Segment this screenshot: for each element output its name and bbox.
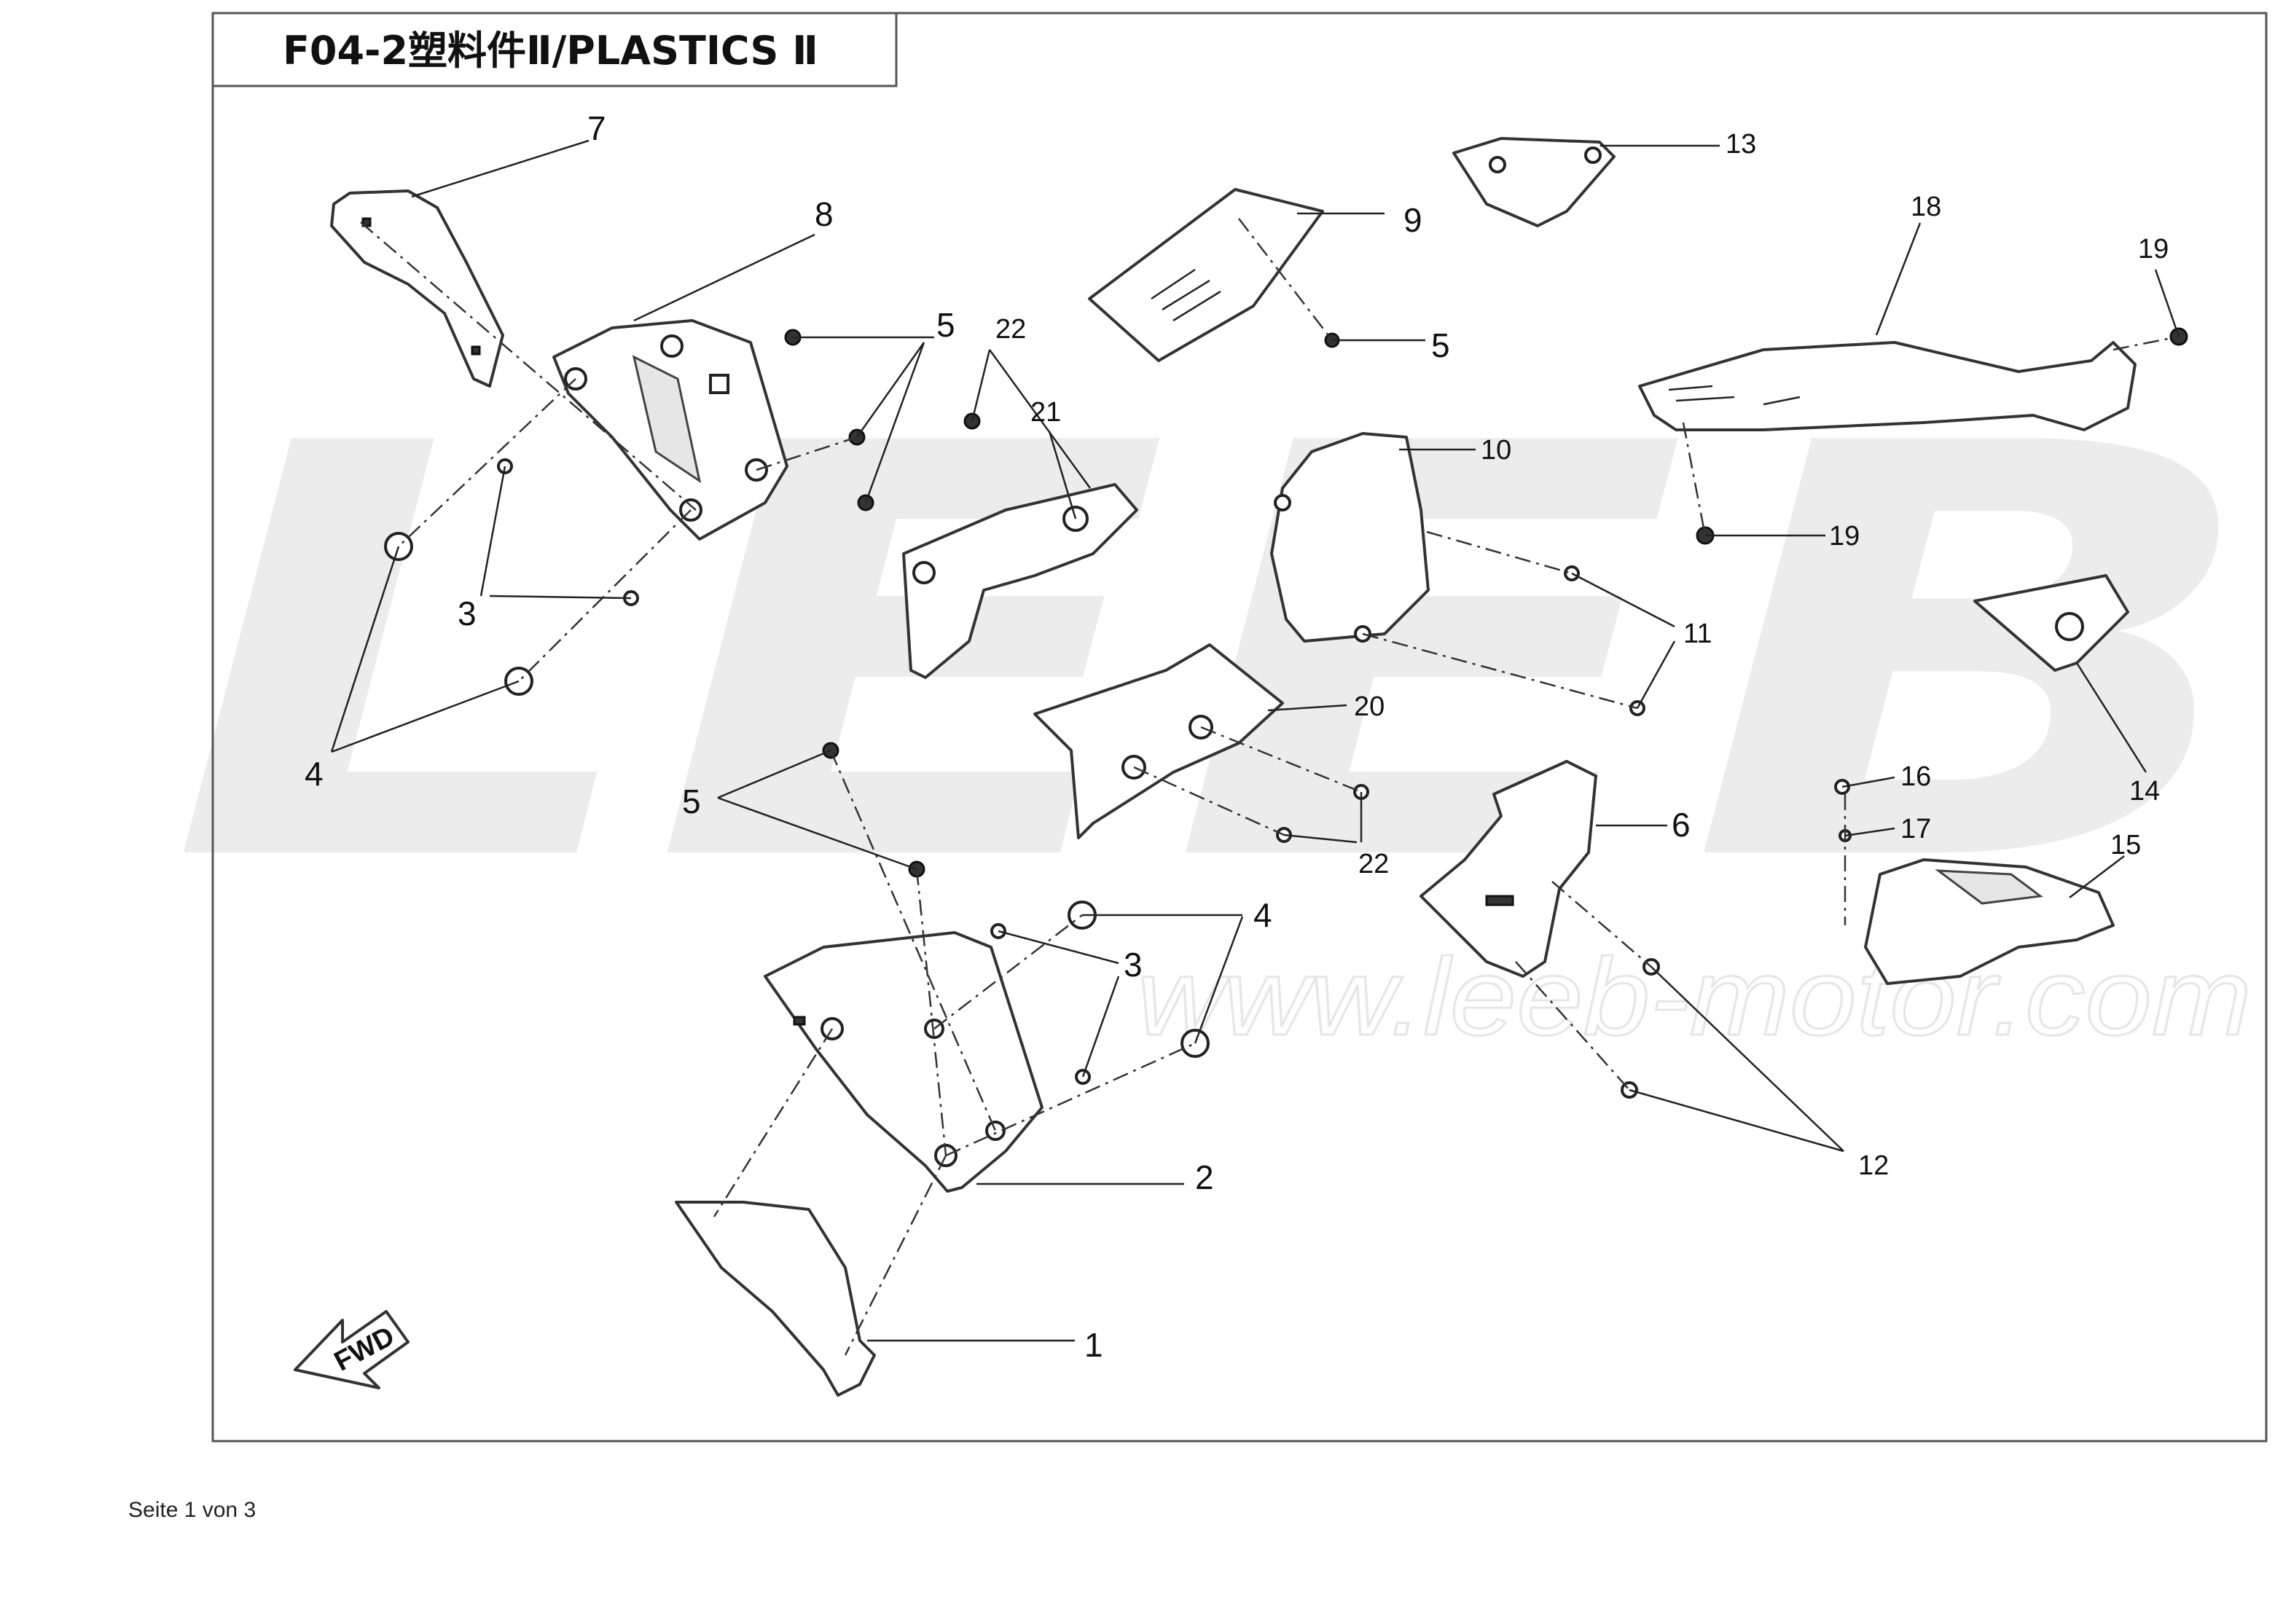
callout-22: 22 — [1358, 849, 1389, 879]
page-footer: Seite 1 von 3 — [128, 1498, 257, 1522]
assembly-lines — [360, 218, 2180, 1356]
callout-19: 19 — [2138, 234, 2169, 264]
part-15-plate-holder — [1864, 858, 2115, 985]
callout-22: 22 — [995, 314, 1026, 345]
callout-15: 15 — [2110, 830, 2141, 860]
callout-13: 13 — [1726, 129, 1756, 160]
leader-lines — [330, 139, 2180, 1342]
fasteners — [384, 327, 2188, 1099]
part-10-sprocket-cover — [1270, 432, 1430, 643]
callout-5: 5 — [1431, 326, 1450, 364]
callout-20: 20 — [1354, 691, 1385, 722]
fwd-arrow: FWD — [294, 1310, 410, 1389]
callout-8: 8 — [815, 195, 834, 233]
callout-1: 1 — [1084, 1326, 1103, 1364]
callout-10: 10 — [1481, 435, 1511, 466]
callout-18: 18 — [1911, 192, 1941, 222]
callout-3: 3 — [458, 595, 477, 632]
callout-16: 16 — [1900, 761, 1931, 792]
part-9-top-cover — [1088, 188, 1324, 362]
callouts: 7 8 5 22 21 9 5 13 18 19 10 19 11 3 14 2… — [305, 109, 2169, 1364]
part-8-side-cover — [552, 319, 788, 541]
callout-6: 6 — [1672, 806, 1691, 844]
callout-17: 17 — [1900, 814, 1931, 844]
part-21-side-panel — [902, 483, 1138, 679]
part-7-side-panel — [330, 189, 504, 388]
callout-14: 14 — [2129, 776, 2160, 807]
callout-19: 19 — [1829, 521, 1860, 552]
callout-4: 4 — [305, 755, 324, 793]
callout-11: 11 — [1683, 619, 1712, 649]
callout-9: 9 — [1403, 201, 1422, 239]
part-13-cover-cap — [1452, 137, 1616, 227]
part-20-lower-panel — [1033, 643, 1284, 839]
callout-4: 4 — [1253, 896, 1272, 934]
diagram-title: F04-2塑料件Ⅱ/PLASTICS Ⅱ — [283, 28, 818, 74]
part-1-belly-panel — [675, 1201, 876, 1397]
callout-3: 3 — [1124, 946, 1143, 984]
part-6-lower-cover — [1420, 760, 1597, 978]
callout-5: 5 — [682, 782, 701, 820]
part-18-tail-fender — [1638, 341, 2137, 431]
watermark-url: www.leeb-motor.com — [1137, 935, 2252, 1058]
diagram-frame — [211, 12, 2268, 1443]
callout-7: 7 — [587, 109, 606, 147]
callout-5: 5 — [936, 306, 955, 344]
title-box — [213, 13, 898, 87]
part-14-bracket — [1973, 574, 2129, 672]
callout-2: 2 — [1195, 1158, 1214, 1196]
callout-12: 12 — [1858, 1150, 1889, 1181]
callout-21: 21 — [1030, 397, 1061, 428]
